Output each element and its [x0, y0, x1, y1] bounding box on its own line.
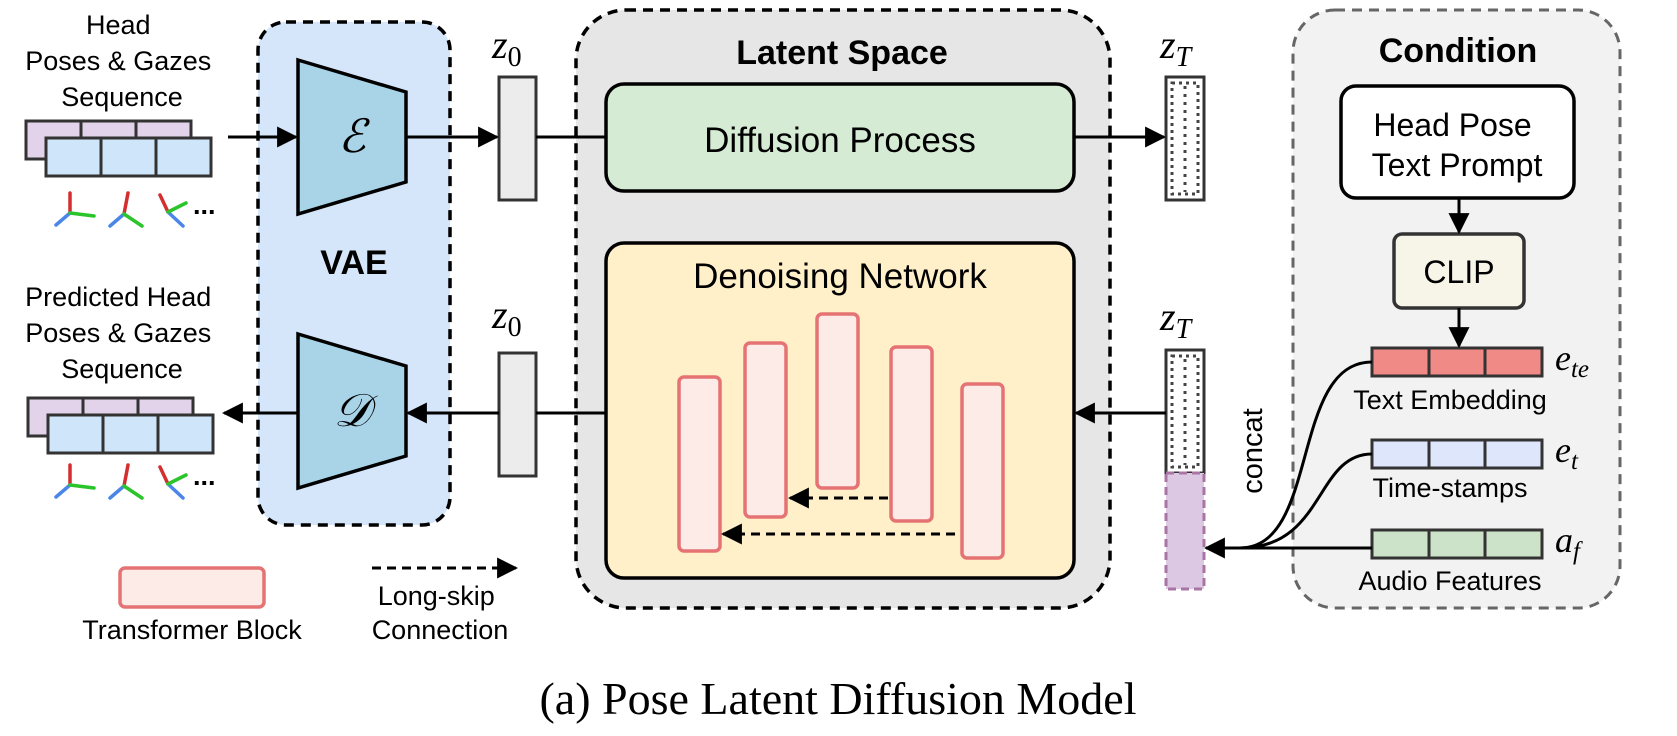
output-sequence-icon — [26, 396, 215, 455]
audio-features-symbol: af — [1555, 520, 1583, 565]
transformer-block — [677, 375, 722, 553]
time-stamps-caption: Time-stamps — [1372, 473, 1527, 503]
diffusion-process-label: Diffusion Process — [704, 121, 976, 160]
decoder-block — [296, 331, 408, 491]
encoder-block — [296, 57, 408, 217]
transformer-block — [815, 312, 860, 490]
legend-long-skip-label: Long-skip Connection — [372, 581, 509, 645]
audio-features-vector — [1370, 528, 1544, 560]
output-axes-icon — [54, 463, 188, 500]
zT-bottom-block — [1164, 348, 1206, 475]
legend-transformer-block-label: Transformer Block — [82, 615, 302, 645]
transformer-blocks — [677, 312, 1005, 560]
input-sequence-icon — [24, 119, 213, 178]
zT-top-label: zT — [1159, 22, 1194, 73]
concat-condition-block — [1164, 471, 1206, 591]
input-ellipsis: ... — [193, 190, 216, 220]
figure-caption: (a) Pose Latent Diffusion Model — [539, 673, 1136, 724]
z0-top-label: z0 — [491, 22, 522, 73]
transformer-block — [743, 341, 788, 519]
curve-text-embedding-to-concat — [1239, 360, 1373, 550]
vae-label: VAE — [320, 244, 387, 282]
connectors — [221, 126, 1470, 559]
transformer-block — [889, 345, 934, 523]
z0-bottom-label: z0 — [491, 292, 522, 343]
time-stamps-vector — [1370, 438, 1544, 470]
condition-title: Condition — [1379, 32, 1538, 70]
latent-space-title: Latent Space — [736, 34, 948, 72]
text-embedding-symbol: ete — [1555, 338, 1589, 383]
text-prompt-label: Head Pose Text Prompt — [1372, 107, 1543, 183]
input-axes-icon — [54, 191, 188, 228]
transformer-block — [960, 382, 1005, 560]
audio-features-caption: Audio Features — [1358, 566, 1541, 596]
legend-transformer-block-swatch — [118, 566, 266, 609]
curve-time-stamps-to-concat — [1239, 452, 1373, 550]
time-stamps-symbol: et — [1555, 430, 1579, 475]
output-title: Predicted Head Poses & Gazes Sequence — [25, 282, 219, 384]
zT-bottom-label: zT — [1159, 294, 1194, 345]
z0-bottom-block — [497, 351, 538, 478]
clip-label: CLIP — [1423, 254, 1494, 290]
output-ellipsis: ... — [193, 461, 216, 491]
concat-label: concat — [1237, 408, 1269, 493]
text-embedding-caption: Text Embedding — [1353, 385, 1547, 415]
input-title: Head Poses & Gazes Sequence — [25, 10, 219, 112]
z0-top-block — [497, 75, 538, 202]
encoder-symbol: ℰ — [338, 111, 370, 162]
zT-top-block — [1164, 75, 1206, 202]
text-embedding-vector — [1370, 346, 1544, 378]
denoising-network-label: Denoising Network — [693, 257, 987, 296]
